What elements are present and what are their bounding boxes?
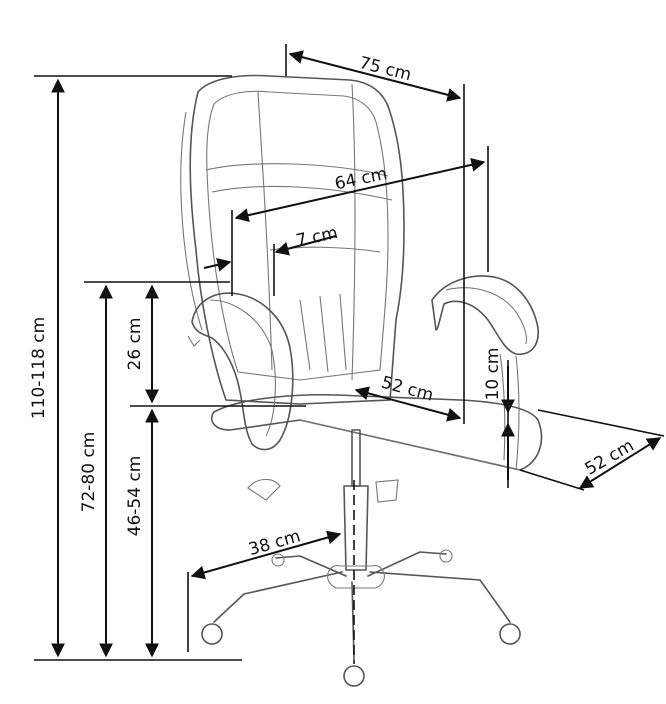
gas-lift [351, 429, 361, 487]
right-armrest-inner [445, 287, 528, 345]
back-seam-right [351, 83, 356, 381]
dimension-lines [34, 44, 665, 664]
caster-left [201, 623, 223, 645]
left-armrest-inner [209, 299, 276, 437]
dimension-labels: 110-118 cm 72-80 cm 26 cm 46-54 cm 75 cm… [29, 53, 637, 560]
dim-seat-width [578, 437, 662, 489]
label-depth: 75 cm [357, 53, 413, 85]
label-seat-tilt: 10 cm [483, 348, 503, 401]
lever [247, 478, 281, 501]
base-leg-right [369, 571, 511, 623]
caster-back-right [439, 549, 453, 563]
label-total-height: 110-118 cm [29, 317, 49, 419]
base-hub [327, 564, 385, 589]
gas-cylinder [343, 485, 369, 571]
chair-illustration [180, 74, 543, 687]
ext-seatwidth [537, 409, 665, 437]
dim-arm-right [274, 235, 337, 256]
dim-base [190, 530, 342, 580]
label-seat-height: 46-54 cm [125, 456, 145, 537]
caster-right [499, 623, 521, 645]
caster-front [343, 665, 365, 687]
seat-cushion [210, 394, 543, 471]
right-armrest [431, 275, 540, 355]
dim-width [234, 157, 486, 223]
left-armrest [191, 292, 294, 451]
back-seam-left [257, 91, 273, 371]
tilt-knob [375, 479, 399, 503]
label-seat-width: 52 cm [582, 436, 638, 480]
dim-arm-left [203, 258, 232, 272]
left-armrest-tip [187, 335, 201, 347]
seat-front-edge [299, 419, 521, 471]
back-stitch [299, 293, 347, 373]
dim-seat-depth [354, 386, 462, 422]
ext-seatwidth-2 [519, 469, 585, 491]
caster-back-left [271, 553, 285, 567]
label-armrest-floor: 72-80 cm [79, 432, 99, 513]
dim-depth [288, 50, 462, 102]
right-arm-support-2 [515, 355, 520, 471]
base-leg-back-right [367, 551, 447, 577]
base-leg-left [213, 571, 343, 623]
back-side [180, 111, 203, 331]
label-armrest-height: 26 cm [125, 318, 145, 371]
